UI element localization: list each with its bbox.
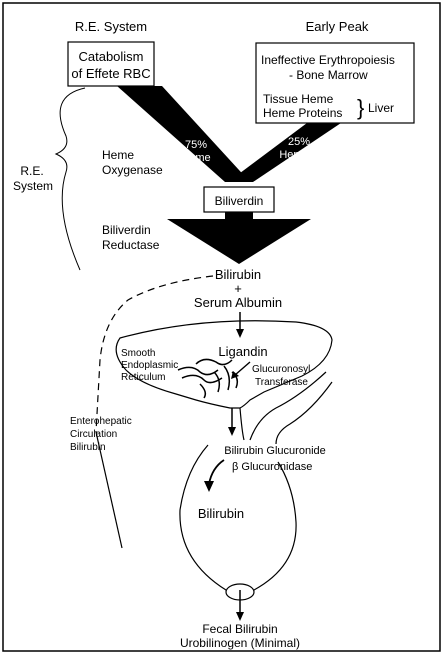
liver-arrowhead <box>228 427 236 436</box>
circulation-label: Circulation <box>70 429 117 440</box>
biliverdin-label: Biliverdin <box>215 194 264 208</box>
left-heme-arm <box>117 86 250 182</box>
gut-bilirubin-label: Bilirubin <box>198 506 244 521</box>
biliverdin-reductase-label: Biliverdin <box>102 223 151 237</box>
biliverdin-reductase-label-2: Reductase <box>102 238 160 252</box>
beta-glucuronidase-label: β Glucuronidase <box>232 461 312 473</box>
smooth-er-label: Smooth <box>121 348 155 359</box>
heme-oxygenase-label-2: Oxygenase <box>102 163 163 177</box>
liver-label: Liver <box>368 101 394 115</box>
biliverdin-box <box>203 186 275 213</box>
enterohepatic-bilirubin-label: Bilirubin <box>70 442 106 453</box>
liver-outline <box>115 320 333 409</box>
bone-marrow-label: - Bone Marrow <box>289 68 368 82</box>
effete-rbc-label: of Effete RBC <box>71 66 150 81</box>
re-system-side-label: R.E. <box>20 164 43 178</box>
early-peak-box <box>255 42 415 124</box>
urobilinogen-label: Urobilinogen (Minimal) <box>180 636 300 650</box>
re-system-side-label-2: System <box>13 179 53 193</box>
reticulum-label: Reticulum <box>121 372 165 383</box>
enterohepatic-solid-path <box>95 431 123 549</box>
catabolism-label: Catabolism <box>78 49 143 64</box>
transferase-label: Transferase <box>255 377 308 388</box>
heme-left-label: Heme <box>181 152 210 164</box>
catabolism-box <box>67 41 155 87</box>
heme-right-label: Heme <box>279 149 308 161</box>
heme-oxygenase-label: Heme <box>102 148 134 162</box>
heme-proteins-label: Heme Proteins <box>263 106 342 120</box>
plus-label: + <box>234 281 242 296</box>
fecal-bilirubin-label: Fecal Bilirubin <box>202 622 277 636</box>
bile-duct-lines <box>239 371 333 445</box>
re-system-heading: R.E. System <box>75 19 147 34</box>
glucuronidase-arrowhead <box>204 481 214 492</box>
glucuronidase-arrow <box>208 459 225 485</box>
albumin-arrowhead <box>236 329 244 338</box>
serum-albumin-label: Serum Albumin <box>194 295 282 310</box>
glucuronosyl-label: Glucuronosyl <box>252 364 310 375</box>
tissue-heme-label: Tissue Heme <box>263 92 334 106</box>
early-peak-heading: Early Peak <box>306 19 369 34</box>
bilirubin-glucuronide-label: Bilirubin Glucuronide <box>224 445 326 457</box>
re-system-side-brace <box>54 87 86 271</box>
ligandin-arrow <box>234 361 251 376</box>
enterohepatic-label: Enterohepatic <box>70 416 132 427</box>
right-heme-arm <box>228 123 341 182</box>
ineffective-erythropoiesis-label: Ineffective Erythropoiesis <box>261 53 395 67</box>
enterohepatic-dashed-path <box>95 275 214 433</box>
bilirubin-label: Bilirubin <box>215 267 261 282</box>
smooth-er-tubules <box>177 358 239 399</box>
biliverdin-to-bilirubin-arrow <box>167 212 311 264</box>
fecal-arrowhead <box>236 612 244 621</box>
pct-75-label: 75% <box>185 139 207 151</box>
pct-25-label: 25% <box>288 136 310 148</box>
endoplasmic-label: Endoplasmic <box>121 360 178 371</box>
liver-brace: } <box>357 95 364 120</box>
ligandin-label: Ligandin <box>218 344 267 359</box>
